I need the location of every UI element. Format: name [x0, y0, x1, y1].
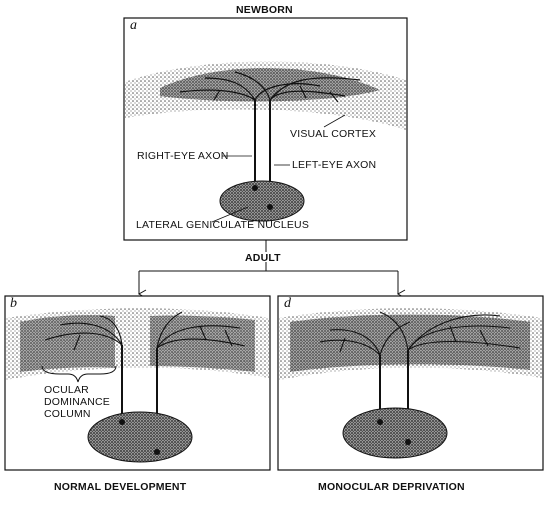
- connector-arrows: [137, 240, 406, 299]
- panel-b-lgn: [87, 411, 193, 463]
- panel-d: [277, 295, 544, 471]
- label-right-eye-axon: RIGHT-EYE AXON: [137, 150, 229, 162]
- panel-d-lgn: [342, 407, 448, 459]
- panel-letter-b: b: [10, 296, 17, 311]
- heading-monocular-deprivation: MONOCULAR DEPRIVATION: [318, 481, 465, 493]
- panel-b: [4, 295, 271, 471]
- panel-a-left-terminal: [267, 204, 273, 210]
- panel-a-lgn: [219, 180, 305, 222]
- label-column: COLUMN: [44, 408, 91, 420]
- panel-b-column-2: [150, 315, 255, 372]
- panel-b-arbors: [44, 311, 246, 351]
- panel-b-column-1: [20, 315, 115, 372]
- panel-d-left-terminal: [405, 439, 411, 445]
- label-visual-cortex: VISUAL CORTEX: [290, 128, 377, 140]
- panel-letter-a: a: [130, 18, 137, 33]
- panel-b-column-bracket: [41, 365, 117, 383]
- heading-newborn: NEWBORN: [236, 4, 293, 16]
- label-ocular: OCULAR: [44, 384, 89, 396]
- panel-d-arbors: [319, 311, 521, 356]
- panel-d-right-terminal: [377, 419, 383, 425]
- panel-b-right-terminal: [119, 419, 125, 425]
- panel-letter-d: d: [284, 296, 291, 311]
- panel-b-left-terminal: [154, 449, 160, 455]
- heading-normal-development: NORMAL DEVELOPMENT: [54, 481, 187, 493]
- panel-a-right-terminal: [252, 185, 258, 191]
- panel-a: [123, 17, 408, 241]
- panel-d-cortex-dense: [290, 314, 530, 372]
- heading-adult: ADULT: [245, 252, 281, 264]
- label-lgn: LATERAL GENICULATE NUCLEUS: [136, 219, 310, 231]
- label-dominance: DOMINANCE: [44, 396, 110, 408]
- panel-a-arbors: [179, 71, 361, 103]
- label-left-eye-axon: LEFT-EYE AXON: [292, 159, 377, 171]
